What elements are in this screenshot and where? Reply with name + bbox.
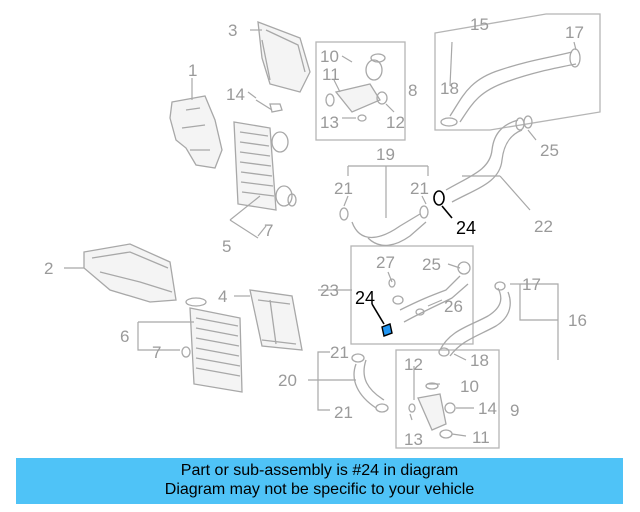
callout-8: 8 xyxy=(408,81,417,100)
callout-3: 3 xyxy=(228,21,237,40)
air-guide-part-4 xyxy=(249,289,303,351)
callout-21-a: 21 xyxy=(334,179,353,198)
radiator-part xyxy=(181,297,243,393)
hose-part-16 xyxy=(438,281,511,357)
pipe-part-22 xyxy=(445,115,533,203)
callout-16: 16 xyxy=(568,311,587,330)
callout-25-group23: 25 xyxy=(422,255,441,274)
callout-10: 10 xyxy=(320,47,339,66)
callout-26: 26 xyxy=(444,297,463,316)
callout-17-lower: 17 xyxy=(522,275,541,294)
callout-12: 12 xyxy=(386,113,405,132)
elbow-part-8 xyxy=(325,53,388,122)
callout-17: 17 xyxy=(565,23,584,42)
callout-23: 23 xyxy=(320,281,339,300)
pipe-part-23 xyxy=(388,261,471,323)
callout-11: 11 xyxy=(322,65,340,84)
group-box-9 xyxy=(395,349,500,449)
leader-lines xyxy=(64,29,577,437)
callout-18: 18 xyxy=(440,79,459,98)
callout-12-lower: 12 xyxy=(404,355,423,374)
callout-14: 14 xyxy=(226,85,245,104)
hose-part-19 xyxy=(339,205,429,246)
callout-10-lower: 10 xyxy=(460,377,479,396)
callout-7-lower: 7 xyxy=(152,343,161,362)
callout-labels: 1 2 3 4 5 6 7 7 8 9 10 10 11 11 12 12 13… xyxy=(44,15,587,449)
callout-18-lower: 18 xyxy=(470,351,489,370)
info-banner: Part or sub-assembly is #24 in diagram D… xyxy=(16,458,623,504)
callout-19: 19 xyxy=(376,145,395,164)
seal-ring-part-24 xyxy=(381,323,393,337)
callout-22: 22 xyxy=(534,217,553,236)
parts-diagram: 1 2 3 4 5 6 7 7 8 9 10 10 11 11 12 12 13… xyxy=(44,13,601,449)
callout-21-b: 21 xyxy=(410,179,429,198)
callout-14-lower: 14 xyxy=(478,399,497,418)
callout-11-lower: 11 xyxy=(472,428,490,447)
hose-part-20 xyxy=(351,353,389,413)
banner-line-1: Part or sub-assembly is #24 in diagram xyxy=(180,462,459,479)
callout-2: 2 xyxy=(44,259,53,278)
callout-13: 13 xyxy=(320,113,339,132)
group-box-15 xyxy=(434,13,601,131)
callout-6: 6 xyxy=(120,327,129,346)
intercooler-part xyxy=(233,121,297,211)
callout-27: 27 xyxy=(376,253,395,272)
banner-line-2: Diagram may not be specific to your vehi… xyxy=(164,481,475,498)
leader-24-lower xyxy=(371,303,385,325)
callout-7: 7 xyxy=(264,221,273,240)
callout-4: 4 xyxy=(218,287,227,306)
callout-24-lower: 24 xyxy=(355,288,375,308)
callout-20: 20 xyxy=(278,371,297,390)
duct-bracket-part xyxy=(169,95,223,169)
callout-21-d: 21 xyxy=(334,403,353,422)
group-box-23 xyxy=(350,245,474,345)
leader-24-upper xyxy=(441,205,453,219)
callout-15: 15 xyxy=(470,15,489,34)
hose-part-15 xyxy=(440,48,581,127)
air-guide-part xyxy=(257,21,311,93)
callout-5: 5 xyxy=(222,237,231,256)
o-ring-part-24 xyxy=(433,190,445,206)
callout-21-c: 21 xyxy=(330,343,349,362)
group-box-8 xyxy=(315,41,406,141)
bolt-part-14 xyxy=(255,99,283,113)
callout-25: 25 xyxy=(540,141,559,160)
callout-1: 1 xyxy=(188,61,197,80)
callout-24-upper: 24 xyxy=(456,218,476,238)
callout-13-lower: 13 xyxy=(404,430,423,449)
callout-9: 9 xyxy=(510,401,519,420)
air-duct-part-2 xyxy=(83,243,177,303)
